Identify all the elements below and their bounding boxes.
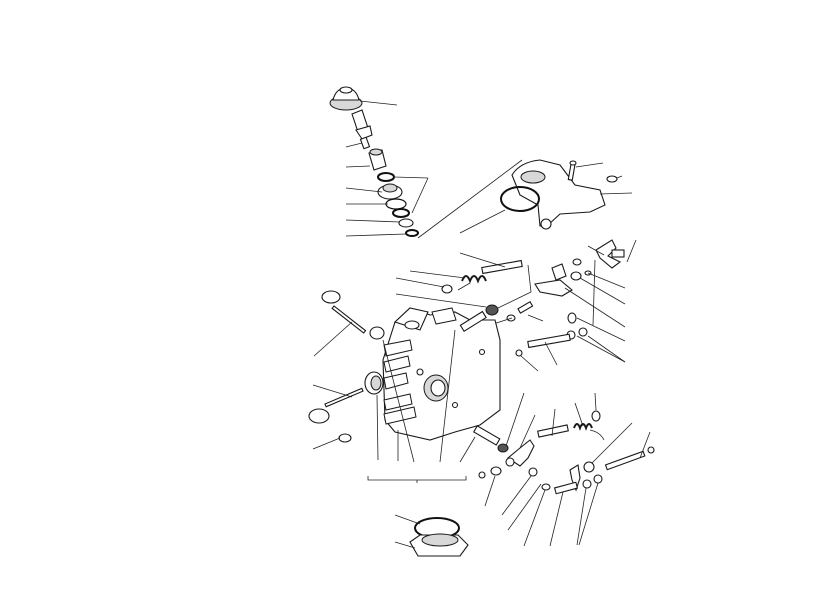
valve-guide-lower: [472, 425, 501, 446]
valve-seat-upper: [369, 326, 385, 340]
rocker-shaft-upper: [481, 259, 523, 275]
spring-ring-1: [385, 198, 407, 210]
torsion-spring-upper: [457, 275, 487, 291]
rocker-arm-lower: [505, 439, 535, 467]
cover-o-ring: [500, 186, 540, 212]
oring-lower-left: [478, 471, 486, 479]
leader-lines-top-right: [459, 162, 633, 234]
valve-guide-seal-lower: [497, 443, 509, 453]
washer-lower-2: [593, 474, 603, 484]
cap-screw-middle: [517, 301, 534, 314]
washer-upper: [441, 284, 453, 294]
washer-lower-right: [591, 410, 601, 422]
rocker-cover-part: [511, 159, 606, 230]
spring-ring-2: [392, 208, 410, 218]
oring-lower-right: [647, 446, 655, 454]
valve-adjuster-part: [351, 109, 373, 150]
exhaust-valve: [308, 387, 364, 424]
shim-upper: [572, 258, 582, 266]
leader-lines-left: [312, 321, 476, 463]
valve-guide-upper: [459, 310, 487, 333]
rocker-shaft-lower-right: [604, 450, 646, 471]
bushing-middle: [567, 312, 577, 324]
shim-lower: [541, 483, 551, 491]
rocker-arm-upper: [534, 263, 573, 297]
intake-valve: [321, 290, 367, 334]
washer-small: [398, 218, 414, 228]
rocker-arm-right-lower: [553, 464, 581, 495]
valve-seat-lower: [364, 371, 384, 395]
oring-middle: [515, 349, 523, 357]
torsion-spring-lower: [573, 423, 605, 441]
bushing-small: [528, 467, 538, 477]
washer-mid-right-2: [578, 327, 588, 337]
leader-lines-middle: [395, 239, 637, 372]
washer-lower-1: [582, 479, 592, 489]
leader-lines-lower-right: [484, 392, 651, 547]
washer-right-upper: [570, 271, 582, 281]
o-ring-small: [377, 172, 395, 182]
rocker-shaft-middle: [527, 333, 571, 349]
rocker-shaft-lower: [537, 424, 569, 438]
circlip: [405, 229, 419, 237]
plug-lower-left: [338, 433, 352, 443]
bracket: [367, 476, 467, 483]
rocker-arm-right-upper: [595, 239, 625, 269]
valve-collet-part: [368, 148, 387, 171]
valve-guide-seal-upper: [485, 304, 499, 316]
exhaust-flange-part: [409, 533, 469, 557]
cover-plug: [606, 175, 618, 183]
valve-cap-part: [329, 86, 363, 111]
bushing-lower: [583, 461, 595, 473]
cooling-fins: [383, 307, 457, 425]
cylinder-head-part: [382, 307, 501, 441]
leader-lines-bottom: [394, 514, 421, 549]
cover-bolt: [567, 160, 577, 181]
valve-spring-retainer: [377, 183, 403, 200]
washer-lower-left: [490, 466, 502, 476]
leader-lines-top-left: [345, 100, 523, 239]
